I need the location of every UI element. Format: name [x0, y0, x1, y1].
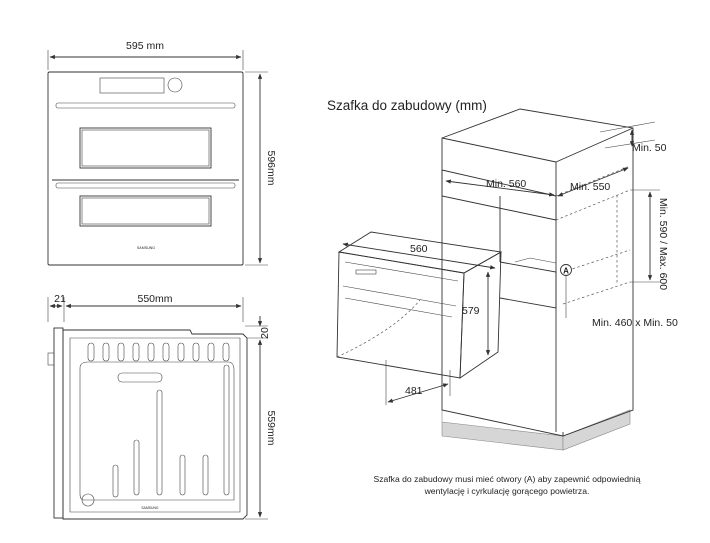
side-height-label: 559mm	[265, 410, 277, 445]
side-knob	[47, 352, 55, 366]
door-swing-arc	[336, 299, 421, 358]
control-display	[99, 77, 165, 94]
oven-height-label: 579	[462, 305, 480, 317]
side-brand-logo: SAMSUNG	[141, 506, 159, 510]
lower-door-window	[79, 195, 212, 227]
side-door-panel	[53, 327, 64, 519]
side-body-outline	[62, 329, 248, 520]
front-view: 595 mm SAMSUNG 596mm	[47, 40, 277, 266]
min-width-dimension	[445, 179, 555, 197]
min-width-label: Min. 560	[486, 178, 526, 190]
lower-door-handle	[55, 182, 236, 189]
side-handle-slot	[117, 372, 163, 383]
side-vent-ridges	[87, 342, 230, 362]
front-height-label: 596mm	[265, 150, 277, 185]
upper-door-window	[79, 127, 212, 169]
oven-front-body	[47, 71, 244, 266]
front-brand-logo: SAMSUNG	[137, 246, 155, 250]
ventilation-note-line2: wentylację i cyrkulację gorącego powietr…	[424, 486, 590, 496]
oven-width-label: 560	[410, 243, 428, 255]
door-swing-dimension	[387, 383, 449, 403]
front-depth-label: 21	[54, 293, 66, 305]
cabinet-plinth-front	[441, 410, 564, 451]
ventilation-note-line1: Szafka do zabudowy musi mieć otwory (A) …	[373, 474, 640, 484]
vent-marker-icon	[560, 264, 572, 276]
front-width-label: 595 mm	[126, 40, 164, 52]
door-swing-label: 481	[405, 385, 423, 397]
min-depth-dimension	[557, 167, 629, 197]
control-knob-icon	[167, 77, 183, 93]
oven-width-dimension	[342, 242, 496, 270]
side-foot	[81, 493, 95, 507]
min-top-label: Min. 50	[632, 142, 667, 154]
side-view: 21 550mm SAMSUNG	[47, 293, 277, 520]
side-depth-label: 550mm	[137, 293, 172, 305]
vent-marker-label: A	[563, 267, 569, 276]
cabinet-diagram: Szafka do zabudowy (mm) A Min. 50	[327, 98, 678, 496]
upper-door-handle	[55, 102, 236, 109]
top-gap-label: 20	[259, 327, 271, 339]
cabinet-body	[441, 108, 634, 437]
height-range-label: Min. 590 / Max. 600	[657, 198, 669, 290]
vent-size-label: Min. 460 x Min. 50	[592, 317, 678, 329]
min-depth-label: Min. 550	[570, 181, 610, 193]
cabinet-title: Szafka do zabudowy (mm)	[327, 98, 487, 113]
